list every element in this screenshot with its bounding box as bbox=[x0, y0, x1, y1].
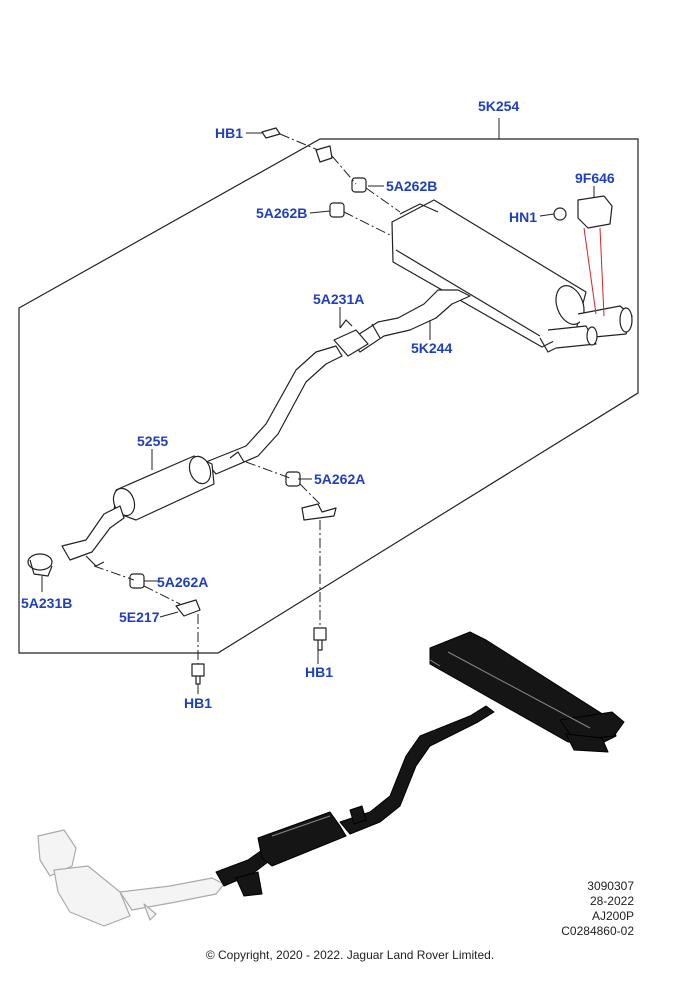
nut bbox=[553, 207, 567, 221]
callout-bolt-left: HB1 bbox=[184, 695, 212, 711]
upper-bracket bbox=[315, 145, 333, 163]
sensor-leaders bbox=[583, 227, 605, 317]
mount-lower-left bbox=[129, 573, 145, 589]
callout-leaders bbox=[41, 132, 595, 694]
orientation-view bbox=[37, 631, 625, 927]
callout-mount-lower-right: 5A262A bbox=[314, 471, 365, 487]
rear-pipe bbox=[349, 289, 471, 353]
ref-catalogue-number: C0284860-02 bbox=[561, 924, 634, 938]
callout-mount-lower-left: 5A262A bbox=[157, 574, 208, 590]
copyright-notice: © Copyright, 2020 - 2022. Jaguar Land Ro… bbox=[205, 948, 495, 962]
ref-model-code: AJ200P bbox=[591, 909, 634, 923]
reference-block: 3090307 28-2022 AJ200P C0284860-02 bbox=[561, 879, 634, 939]
exploded-assembly bbox=[27, 127, 633, 685]
alignment-lines bbox=[93, 133, 401, 664]
orientation-exhaust bbox=[215, 631, 625, 897]
bracket-5e217 bbox=[175, 599, 201, 617]
front-pipe bbox=[61, 505, 125, 567]
mount-left bbox=[329, 202, 345, 218]
callout-clamp-mid: 5A231A bbox=[313, 291, 364, 307]
lower-bracket-right bbox=[301, 503, 337, 521]
callout-mount-left: 5A262B bbox=[256, 205, 307, 221]
callout-clamp-front: 5A231B bbox=[21, 595, 72, 611]
intermediate-pipe bbox=[205, 345, 343, 475]
kit-boundary bbox=[18, 138, 639, 654]
catalytic-converter bbox=[37, 829, 225, 927]
bolt-top bbox=[261, 127, 281, 139]
callout-nut: HN1 bbox=[509, 209, 537, 225]
orientation-highlights bbox=[271, 651, 591, 837]
callout-bolt-top: HB1 bbox=[215, 125, 243, 141]
ref-illustration-number: 3090307 bbox=[587, 879, 634, 893]
mount-upper bbox=[351, 177, 367, 193]
sensor bbox=[577, 195, 613, 229]
ref-date: 28-2022 bbox=[589, 894, 634, 908]
rear-muffler bbox=[391, 199, 633, 353]
callout-bracket: 5E217 bbox=[119, 609, 160, 625]
clamp-mid bbox=[333, 319, 369, 357]
callout-kit: 5K254 bbox=[478, 98, 519, 114]
callout-center-muffler: 5255 bbox=[137, 433, 168, 449]
clamp-front bbox=[27, 553, 53, 577]
callout-bolt-right: HB1 bbox=[305, 664, 333, 680]
callout-mount-upper: 5A262B bbox=[386, 178, 437, 194]
callout-rear-pipe: 5K244 bbox=[411, 340, 452, 356]
bolt-right bbox=[313, 627, 327, 651]
bolt-left bbox=[191, 663, 205, 685]
mount-lower-right bbox=[285, 471, 301, 487]
callout-sensor: 9F646 bbox=[575, 170, 615, 186]
